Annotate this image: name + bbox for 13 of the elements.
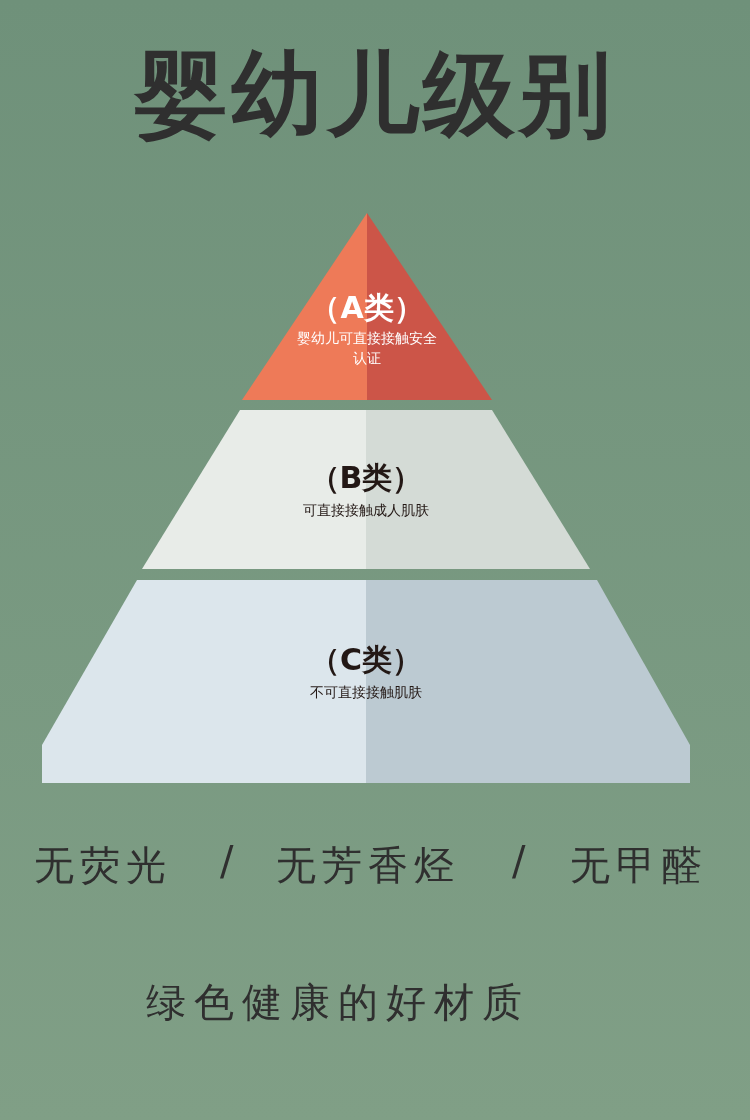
tier-heading: （B类） (308, 459, 424, 497)
separator-slash: / (512, 838, 532, 884)
tier-heading: （C类） (309, 641, 423, 679)
slogan-text: 绿色健康的好材质 (146, 978, 530, 1027)
tier-description: 婴幼儿可直接接触安全认证 (296, 329, 438, 368)
feature-text: 无甲醛 (570, 841, 708, 890)
tier-description: 可直接接触成人肌肤 (302, 501, 430, 520)
feature-text: 无芳香烃 (276, 841, 460, 890)
separator-slash: / (220, 838, 240, 884)
tier-heading: （A类） (309, 289, 425, 327)
tier-description: 不可直接接触肌肤 (309, 683, 423, 702)
feature-text: 无荧光 (34, 841, 172, 890)
title: 婴幼儿级别 (133, 40, 616, 150)
